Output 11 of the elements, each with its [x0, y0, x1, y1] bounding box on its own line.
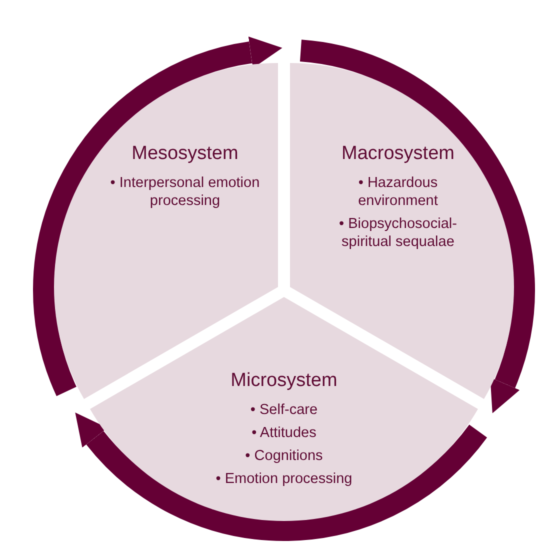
bullet-item: • Attitudes [250, 424, 318, 442]
bullet-item: • Cognitions [244, 447, 324, 465]
sector-heading: Microsystem [230, 370, 338, 392]
bullet-item: • Emotion processing [214, 470, 354, 488]
bullet-item: • Self-care [249, 401, 319, 419]
sector-heading: Mesosystem [130, 143, 240, 165]
bullet-item: • Hazardous environment [357, 174, 439, 210]
sector-shape [90, 297, 478, 521]
sector-heading: Macrosystem [340, 143, 456, 165]
bullet-item: • Biopsychosocial-spiritual sequalae [338, 215, 458, 251]
bullet-item: • Interpersonal emotion processing [109, 174, 261, 210]
